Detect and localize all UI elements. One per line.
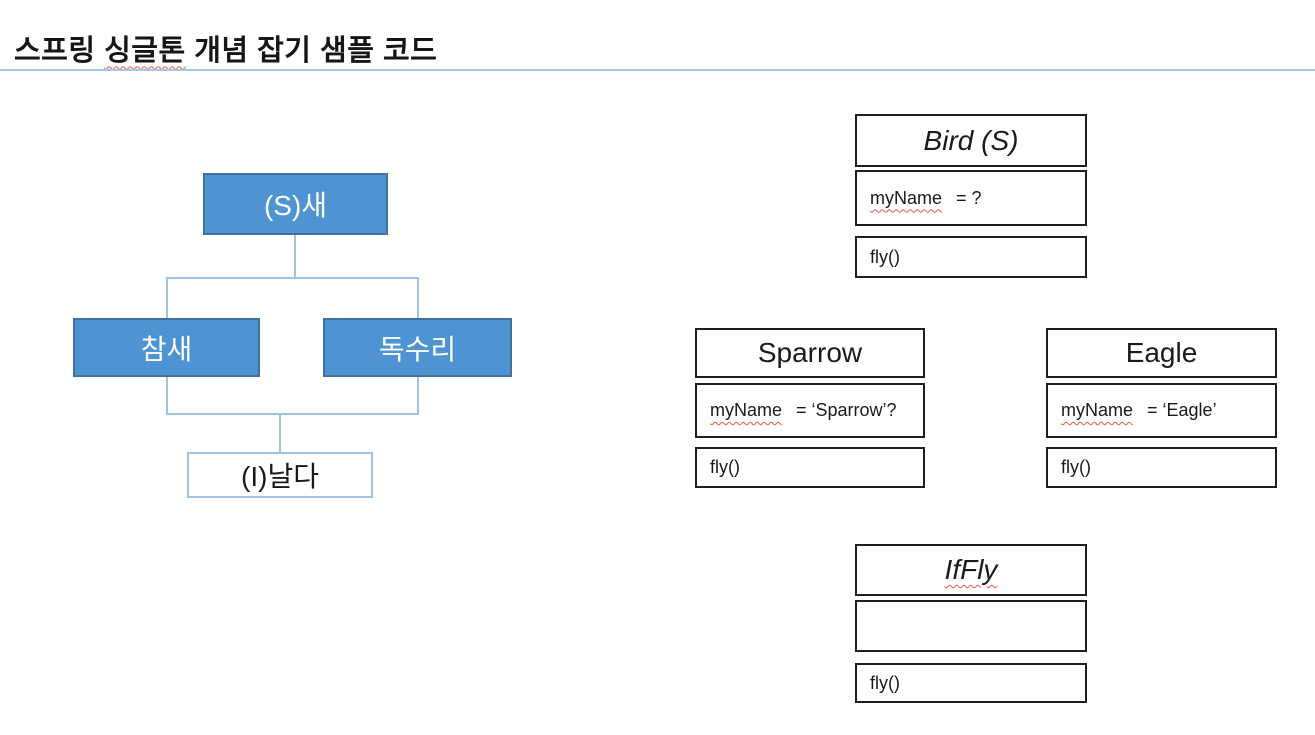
eagle-class-attribute-box: myName = ‘Eagle’ (1046, 383, 1277, 438)
page-title: 스프링 싱글톤 개념 잡기 샘플 코드 (14, 27, 437, 69)
eagle-method-label: fly() (1061, 457, 1091, 477)
iffly-class-title-box: IfFly (855, 544, 1087, 596)
eagle-class-name: Eagle (1125, 337, 1198, 368)
connector-top-horizontal (166, 277, 419, 279)
sparrow-attr-value: = ‘Sparrow’? (796, 400, 897, 420)
eagle-attr-value: = ‘Eagle’ (1147, 400, 1217, 420)
node-sparrow-kr: 참새 (73, 318, 260, 377)
node-fly-interface: (I)날다 (187, 452, 373, 498)
sparrow-class-name: Sparrow (757, 337, 863, 368)
page-title-misspelled-word: 싱글톤 (104, 35, 186, 68)
bird-class-title-box: Bird (S) (855, 114, 1087, 167)
connector-interface-up (279, 413, 281, 452)
connector-child1-up (166, 277, 168, 318)
bird-class-method-box: fly() (855, 236, 1087, 278)
iffly-method-label: fly() (870, 672, 900, 693)
sparrow-class-title-box: Sparrow (695, 328, 925, 378)
connector-child1-down (166, 377, 168, 415)
node-sparrow-kr-label: 참새 (140, 333, 193, 365)
page-title-post: 개념 잡기 샘플 코드 (185, 35, 438, 68)
connector-child2-up (417, 277, 419, 318)
bird-attr-value: = ? (956, 187, 982, 208)
node-fly-interface-label: (I)날다 (241, 461, 319, 492)
connector-root-down (294, 235, 296, 278)
bird-class-attribute-box: myName = ? (855, 170, 1087, 226)
eagle-class-method-box: fly() (1046, 447, 1277, 488)
node-bird-superclass: (S)새 (203, 173, 388, 235)
bird-class-name: Bird (S) (923, 124, 1019, 156)
eagle-attr-name: myName (1061, 400, 1134, 420)
connector-bottom-horizontal (166, 413, 419, 415)
title-divider-line (0, 69, 1315, 71)
iffly-class-method-box: fly() (855, 663, 1087, 703)
page-title-pre: 스프링 (14, 35, 105, 68)
node-eagle-kr-label: 독수리 (378, 333, 457, 365)
sparrow-attr-name: myName (710, 400, 783, 420)
connector-child2-down (417, 377, 419, 415)
node-bird-superclass-label: (S)새 (263, 190, 328, 221)
sparrow-class-method-box: fly() (695, 447, 925, 488)
sparrow-class-attribute-box: myName = ‘Sparrow’? (695, 383, 925, 438)
bird-method-label: fly() (870, 246, 900, 267)
bird-attr-name: myName (870, 187, 943, 208)
sparrow-method-label: fly() (710, 457, 740, 477)
iffly-class-name: IfFly (944, 554, 998, 585)
node-eagle-kr: 독수리 (323, 318, 512, 377)
iffly-class-empty-attribute-box (855, 600, 1087, 652)
eagle-class-title-box: Eagle (1046, 328, 1277, 378)
